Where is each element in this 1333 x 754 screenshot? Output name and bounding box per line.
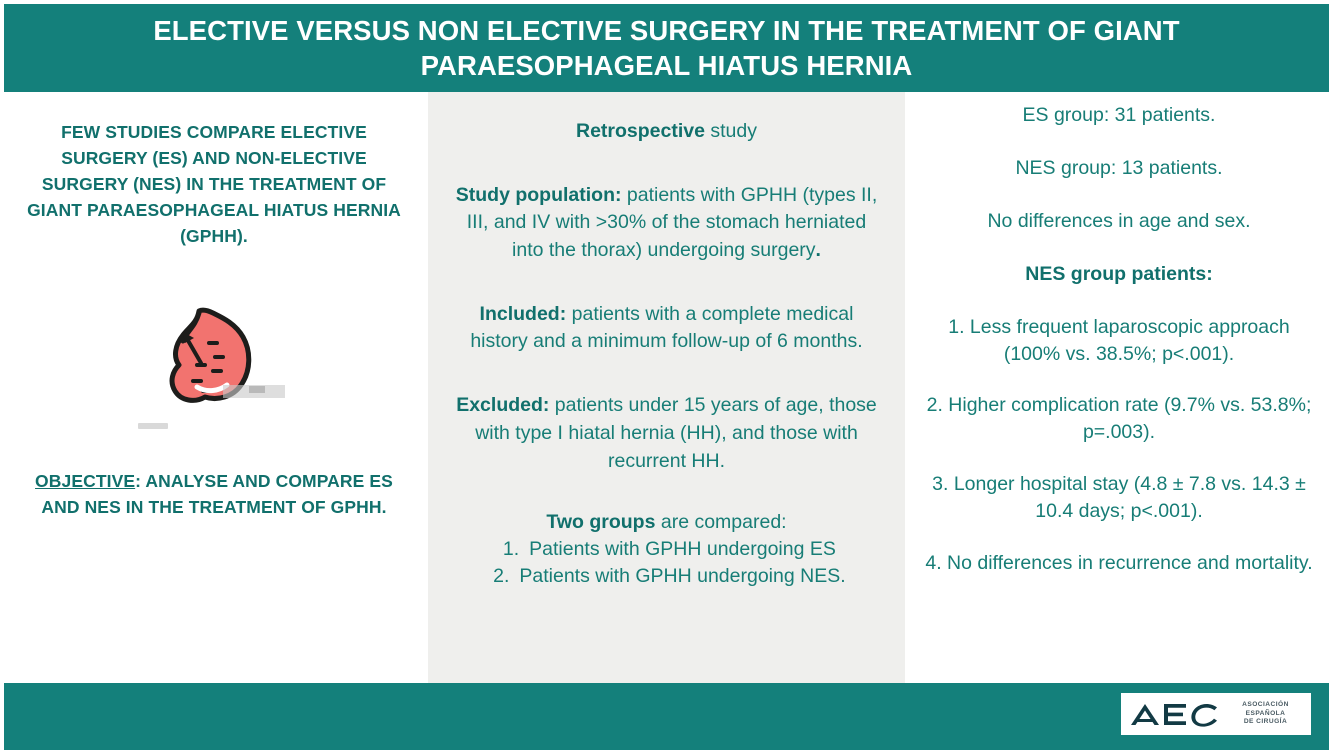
objective-block: OBJECTIVE: ANALYSE AND COMPARE ES AND NE… — [26, 469, 402, 521]
objective-text: : ANALYSE AND COMPARE ES AND NES IN THE … — [41, 471, 393, 518]
list-item-label: Patients with GPHH undergoing NES. — [519, 564, 846, 587]
study-population: Study population: patients with GPHH (ty… — [450, 182, 883, 265]
aec-logo-line1: ASOCIACIÓN ESPAÑOLA — [1242, 701, 1289, 717]
aec-logo-text: ASOCIACIÓN ESPAÑOLA DE CIRUGÍA — [1228, 701, 1303, 726]
list-item-number: 1. — [502, 538, 520, 561]
study-population-tail: . — [815, 239, 821, 262]
body-area: FEW STUDIES COMPARE ELECTIVE SURGERY (ES… — [0, 92, 1333, 683]
included-text: patients with a complete medical history… — [470, 302, 863, 353]
es-group-count: ES group: 31 patients. — [1022, 104, 1216, 126]
excluded-criteria: Excluded: patients under 15 years of age… — [450, 392, 883, 475]
list-item-label: Patients with GPHH undergoing ES — [529, 538, 836, 561]
two-groups-label: Two groups — [546, 511, 656, 534]
nes-group-heading: NES group patients: — [1025, 262, 1213, 285]
study-type-label: Retrospective — [576, 120, 705, 142]
excluded-label: Excluded: — [456, 394, 550, 417]
finding-1: 1. Less frequent laparoscopic approach (… — [948, 315, 1290, 365]
left-column: FEW STUDIES COMPARE ELECTIVE SURGERY (ES… — [0, 92, 428, 683]
middle-column: Retrospective study Study population: pa… — [428, 92, 905, 683]
list-item-number: 2. — [493, 564, 510, 587]
footer-band: ASOCIACIÓN ESPAÑOLA DE CIRUGÍA — [4, 683, 1329, 750]
finding-2: 2. Higher complication rate (9.7% vs. 53… — [926, 394, 1312, 444]
finding-4: 4. No differences in recurrence and mort… — [925, 552, 1313, 575]
page-title: ELECTIVE VERSUS NON ELECTIVE SURGERY IN … — [153, 14, 1180, 81]
two-groups-list: 1. Patients with GPHH undergoing ES 2. Pat… — [450, 536, 883, 589]
excluded-text: patients under 15 years of age, those wi… — [475, 394, 877, 472]
study-population-text: patients with GPHH (types II, III, and I… — [466, 183, 878, 262]
header-band: ELECTIVE VERSUS NON ELECTIVE SURGERY IN … — [4, 4, 1329, 92]
stomach-icon — [169, 308, 285, 404]
stomach-illustration — [26, 301, 402, 430]
finding-3: 3. Longer hospital stay (4.8 ± 7.8 vs. 1… — [932, 473, 1306, 523]
included-label: Included: — [479, 302, 567, 325]
nes-group-count: NES group: 13 patients. — [1015, 156, 1223, 179]
two-groups-rest: are compared: — [655, 511, 787, 534]
left-headline: FEW STUDIES COMPARE ELECTIVE SURGERY (ES… — [27, 122, 401, 246]
study-population-label: Study population: — [455, 183, 622, 206]
aec-logo: ASOCIACIÓN ESPAÑOLA DE CIRUGÍA — [1121, 693, 1311, 735]
included-criteria: Included: patients with a complete medic… — [450, 301, 883, 356]
study-type: Retrospective study — [450, 118, 883, 146]
right-column: ES group: 31 patients. NES group: 13 pat… — [905, 92, 1333, 683]
list-item: 1. Patients with GPHH undergoing ES — [450, 536, 883, 563]
two-groups-title: Two groups are compared: — [450, 511, 883, 534]
no-differences-note: No differences in age and sex. — [987, 209, 1251, 232]
aec-logo-line2: DE CIRUGÍA — [1243, 718, 1288, 726]
watermark-bar — [138, 423, 168, 430]
aec-logo-icon — [1131, 703, 1217, 727]
list-item: 2. Patients with GPHH undergoing NES. — [450, 563, 883, 590]
objective-label: OBJECTIVE — [35, 471, 136, 492]
study-type-rest: study — [704, 120, 757, 142]
